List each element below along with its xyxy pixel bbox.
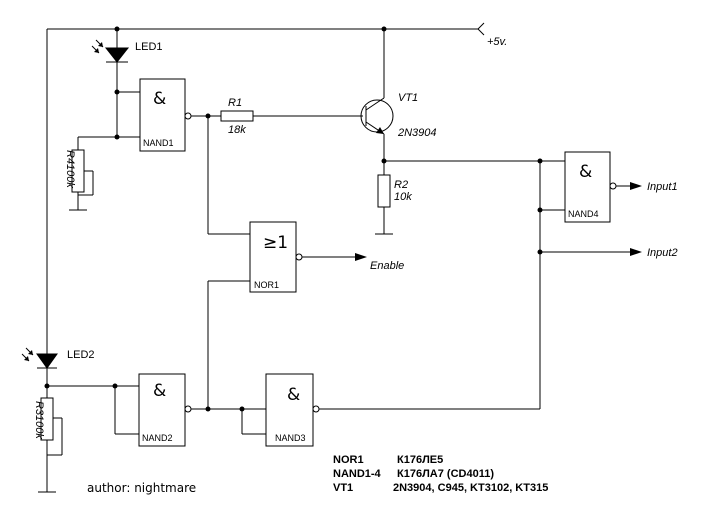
nand4-gate [537, 151, 642, 409]
nor1-label: NOR1 [254, 280, 279, 290]
parts-list: NOR1 К176ЛЕ5 NAND1-4 К176ЛА7 (CD4011) VT… [333, 454, 548, 494]
r1-value: 18k [228, 124, 246, 136]
r4-resistor [69, 136, 117, 211]
bom-ref-nor1: NOR1 [333, 454, 364, 466]
bom-part-nand: К176ЛА7 (CD4011) [397, 468, 494, 480]
input2-label: Input2 [647, 247, 678, 259]
nand1-symbol: & [153, 89, 166, 109]
vt1-transistor-icon [360, 29, 394, 175]
nand2-label: NAND2 [142, 433, 173, 443]
nand1-gate [114, 78, 192, 152]
enable-label: Enable [370, 260, 404, 272]
led2-icon [21, 347, 58, 386]
nand3-gate [241, 373, 540, 447]
bom-part-vt1: 2N3904, C945, KT3102, KT315 [393, 482, 548, 494]
vt1-name: VT1 [398, 92, 418, 104]
supply-rail [46, 22, 485, 368]
r2-label: R2 [394, 179, 408, 191]
nor1-symbol: ≥1 [263, 233, 288, 253]
nand3-label: NAND3 [275, 433, 306, 443]
bom-ref-vt1: VT1 [333, 482, 353, 494]
led1-label: LED1 [135, 41, 163, 53]
nor1-gate [207, 116, 367, 409]
nand1-label: NAND1 [143, 138, 174, 148]
r4-label: R4100k [64, 150, 76, 188]
vt1-part: 2N3904 [397, 127, 437, 139]
bom-part-nor1: К176ЛЕ5 [397, 454, 443, 466]
r2-value: 10k [394, 191, 412, 203]
r3-label: R3100k [33, 401, 45, 439]
led2-label: LED2 [67, 349, 95, 361]
input1-label: Input1 [647, 181, 678, 193]
nand2-gate [44, 373, 266, 447]
led1-icon [91, 29, 130, 137]
r2-resistor [375, 158, 540, 235]
supply-label: +5v. [487, 36, 507, 48]
nand4-label: NAND4 [568, 209, 599, 219]
nand2-symbol: & [153, 381, 166, 401]
r3-resistor [38, 386, 63, 493]
bom-ref-nand: NAND1-4 [333, 468, 382, 480]
nand3-symbol: & [287, 385, 300, 405]
author-credit: author: nightmare [87, 481, 196, 495]
nand4-symbol: & [579, 162, 592, 182]
r1-resistor [191, 110, 363, 122]
r1-label: R1 [228, 97, 242, 109]
